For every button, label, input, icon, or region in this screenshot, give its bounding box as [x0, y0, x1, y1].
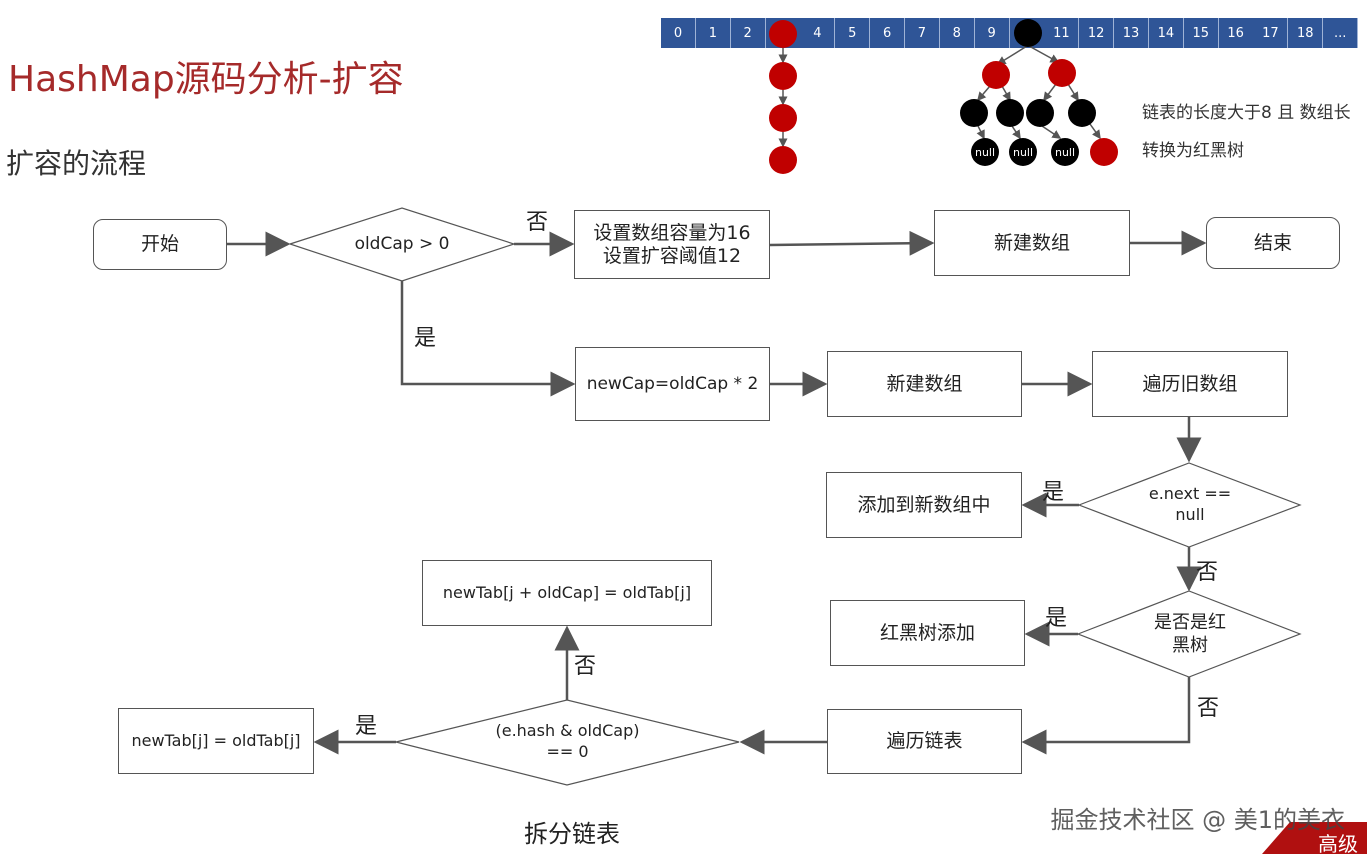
decision-oldcap-label: oldCap > 0 [354, 233, 450, 254]
label-no: 否 [574, 654, 597, 679]
section-subtitle: 扩容的流程 [6, 147, 147, 180]
tree-null-node [1051, 138, 1079, 166]
tree-node [982, 61, 1010, 89]
tree-node [960, 99, 988, 127]
array-cell: 12 [1079, 18, 1115, 48]
null-label: null [975, 146, 995, 159]
array-cell: 16 [1218, 18, 1254, 48]
list-node [769, 20, 797, 48]
label-yes: 是 [1042, 480, 1065, 505]
array-cell: 13 [1114, 18, 1150, 48]
traverse-list-node: 遍历链表 [827, 709, 1022, 774]
array-cell: 9 [974, 18, 1010, 48]
decision-hash [395, 699, 740, 786]
new-tab-j-node: newTab[j] = oldTab[j] [118, 708, 314, 774]
array-cell: 15 [1183, 18, 1219, 48]
array-cell: 7 [904, 18, 940, 48]
array-cell: 11 [1044, 18, 1080, 48]
watermark: 掘金技术社区 @ 美1的美衣 [1050, 806, 1345, 834]
tree-note-line2: 转换为红黑树 [1142, 141, 1244, 161]
tree-node [1090, 138, 1118, 166]
tree-null-node [971, 138, 999, 166]
new-array-node-mid: 新建数组 [827, 351, 1022, 417]
array-cell: 8 [939, 18, 975, 48]
list-node [769, 146, 797, 174]
array-cell: ... [1323, 18, 1359, 48]
tree-node [1068, 99, 1096, 127]
label-yes: 是 [1045, 606, 1068, 631]
label-no: 否 [526, 210, 549, 235]
end-node: 结束 [1206, 217, 1340, 269]
tree-node [1014, 19, 1042, 47]
new-array-node-top: 新建数组 [934, 210, 1130, 276]
corner-badge-text: 高级 [1318, 832, 1358, 856]
decision-is-rbtree-label: 是否是红黑树 [1154, 611, 1226, 656]
decision-next-null [1077, 462, 1302, 548]
decision-is-rbtree [1076, 590, 1302, 678]
array-cell: 0 [661, 18, 696, 48]
label-yes: 是 [355, 714, 378, 739]
array-cell: 6 [870, 18, 906, 48]
decision-hash-label: (e.hash & oldCap)== 0 [495, 721, 640, 761]
null-label: null [1013, 146, 1033, 159]
list-node [769, 62, 797, 90]
list-node [769, 104, 797, 132]
new-cap-node: newCap=oldCap * 2 [575, 347, 770, 421]
null-label: null [1055, 146, 1075, 159]
array-cell: 17 [1253, 18, 1289, 48]
tree-node [996, 99, 1024, 127]
decision-next-null-label: e.next ==null [1148, 484, 1232, 524]
start-node: 开始 [93, 219, 227, 270]
array-cell: 5 [835, 18, 871, 48]
label-no: 否 [1197, 696, 1220, 721]
page-title: HashMap源码分析-扩容 [8, 59, 404, 100]
label-yes: 是 [414, 326, 437, 351]
traverse-old-array-node: 遍历旧数组 [1092, 351, 1288, 417]
new-tab-j-oldcap-node: newTab[j + oldCap] = oldTab[j] [422, 560, 712, 626]
rbtree-add-node: 红黑树添加 [830, 600, 1025, 666]
array-cell: 4 [800, 18, 836, 48]
array-cell: 2 [730, 18, 766, 48]
array-cell: 14 [1148, 18, 1184, 48]
label-no: 否 [1196, 560, 1219, 585]
array-cell: 18 [1288, 18, 1324, 48]
add-to-new-array-node: 添加到新数组中 [826, 472, 1022, 538]
linked-list-illustration [769, 20, 797, 174]
tree-node [1026, 99, 1054, 127]
corner-badge [1262, 822, 1367, 854]
split-list-caption: 拆分链表 [524, 820, 620, 848]
array-cell: 1 [695, 18, 731, 48]
tree-node [1048, 59, 1076, 87]
tree-null-node [1009, 138, 1037, 166]
red-black-tree-illustration: null null null [960, 19, 1118, 166]
tree-note-line1: 链表的长度大于8 且 数组长 [1142, 103, 1351, 123]
